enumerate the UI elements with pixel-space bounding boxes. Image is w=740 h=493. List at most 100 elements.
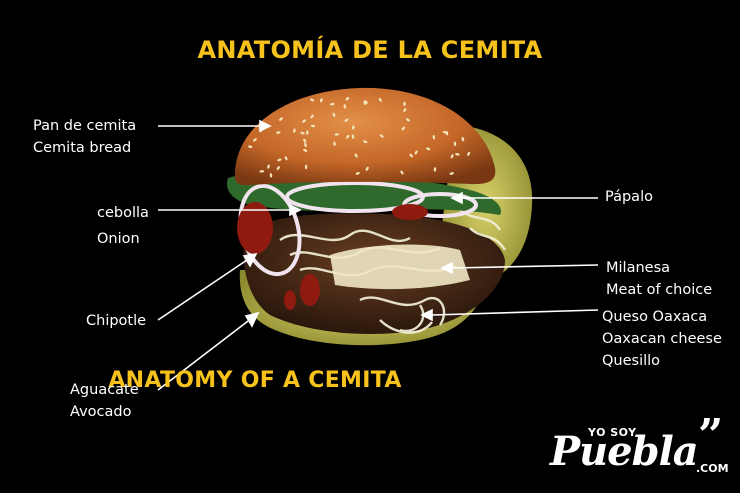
- sesame-seed: [304, 164, 308, 170]
- sesame-seed: [365, 166, 369, 171]
- logo-suffix: .COM: [696, 462, 729, 475]
- label-queso-oaxaca: Queso Oaxaca Oaxacan cheese Quesillo: [602, 306, 722, 372]
- leader-milanesa: [451, 264, 599, 269]
- sesame-seed: [279, 117, 283, 121]
- label-line: Chipotle: [86, 313, 147, 329]
- cemita-bun-top: [234, 87, 496, 186]
- label-pan-de-cemita: Pan de cemita Cemita bread: [33, 115, 136, 159]
- sesame-seed: [332, 112, 336, 117]
- sesame-seed: [284, 156, 288, 161]
- sesame-seed: [310, 98, 315, 102]
- leader-chipotle-arrow: [242, 252, 258, 268]
- label-papalo: Pápalo: [605, 186, 653, 208]
- label-line: Onion: [97, 231, 140, 247]
- sesame-seed: [310, 124, 316, 128]
- logo-top-text: YO SOY: [588, 426, 637, 439]
- sesame-seed: [405, 118, 410, 122]
- sesame-seeds: [248, 96, 471, 178]
- cheese-slice: [330, 244, 470, 290]
- chipotle-sauce: [237, 202, 428, 310]
- sesame-seed: [248, 145, 253, 149]
- sesame-seed: [344, 118, 349, 122]
- sesame-seed: [433, 167, 437, 172]
- label-line: Milanesa: [606, 260, 671, 276]
- leader-queso-arrow: [420, 308, 433, 322]
- leader-milanesa-arrow: [440, 261, 453, 275]
- sesame-seed: [414, 150, 418, 155]
- leader-chipotle: [157, 257, 251, 321]
- label-aguacate: Aguacate Avocado: [70, 379, 139, 423]
- sesame-seed: [300, 131, 305, 135]
- sesame-seed: [303, 138, 307, 143]
- sesame-seed: [259, 170, 264, 173]
- label-chipotle: Chipotle: [86, 310, 146, 332]
- sesame-seed: [450, 154, 454, 159]
- sesame-seed: [252, 138, 257, 142]
- sesame-seed: [449, 172, 454, 175]
- sesame-seed: [352, 125, 355, 130]
- sesame-seed: [461, 137, 465, 142]
- leader-cebolla-arrow: [289, 203, 302, 217]
- leader-aguacate-arrow: [244, 311, 260, 328]
- title-english: ANATOMY OF A CEMITA: [108, 368, 402, 393]
- sesame-seed: [306, 130, 309, 135]
- sesame-seed: [453, 141, 457, 146]
- sesame-seed: [276, 166, 280, 171]
- label-line: Pan de cemita: [33, 118, 137, 134]
- label-line: Meat of choice: [606, 282, 713, 298]
- sesame-seed: [363, 140, 368, 144]
- sesame-seed: [401, 126, 406, 131]
- sesame-seed: [351, 134, 355, 139]
- sesame-seed: [345, 96, 350, 101]
- sesame-seed: [267, 164, 270, 169]
- sesame-seed: [304, 142, 307, 148]
- leader-aguacate: [157, 317, 253, 391]
- sesame-seed: [310, 114, 314, 119]
- sesame-seed: [343, 104, 347, 109]
- leader-pan-arrow: [259, 119, 272, 133]
- label-line: Oaxacan cheese: [602, 331, 722, 347]
- sesame-seed: [363, 100, 367, 106]
- sesame-seed: [467, 151, 471, 156]
- sesame-seed: [364, 100, 368, 104]
- sesame-seed: [302, 119, 306, 123]
- sesame-seed: [320, 98, 323, 103]
- label-line: Aguacate: [70, 382, 139, 398]
- label-line: Queso Oaxaca: [602, 309, 708, 325]
- label-line: cebolla: [97, 205, 149, 221]
- sesame-seed: [333, 141, 336, 146]
- sesame-seed: [277, 158, 282, 162]
- sesame-seed: [432, 135, 436, 140]
- sesame-seed: [409, 153, 413, 158]
- sesame-seed: [354, 153, 358, 158]
- title-spanish: ANATOMÍA DE LA CEMITA: [197, 36, 543, 64]
- label-line: Cemita bread: [33, 140, 132, 156]
- sesame-seed: [403, 108, 407, 112]
- sesame-seed: [346, 134, 350, 139]
- leader-queso: [431, 309, 599, 316]
- sesame-seed: [400, 170, 404, 175]
- sesame-seed: [403, 101, 406, 107]
- sesame-seed: [379, 134, 384, 138]
- label-line: Avocado: [70, 404, 132, 420]
- yo-soy-puebla-logo: YO SOY Puebla ” .COM: [548, 410, 734, 486]
- label-milanesa: Milanesa Meat of choice: [606, 257, 712, 301]
- sesame-seed: [426, 147, 431, 151]
- sesame-seed: [378, 97, 382, 102]
- sesame-seed: [293, 128, 296, 133]
- leader-papalo-arrow: [450, 191, 463, 205]
- label-line: Quesillo: [602, 353, 661, 369]
- sesame-seed: [303, 148, 308, 152]
- sesame-seed: [269, 173, 273, 178]
- sesame-seed: [276, 131, 281, 134]
- sesame-seed: [334, 133, 339, 136]
- logo-wordmark: Puebla: [550, 428, 699, 475]
- logo-quote-mark: ”: [698, 410, 724, 461]
- label-line: Pápalo: [605, 189, 653, 205]
- sesame-seed: [442, 131, 448, 134]
- label-cebolla: cebolla Onion: [97, 200, 149, 252]
- leader-lines: [157, 119, 599, 391]
- sesame-seed: [330, 102, 335, 106]
